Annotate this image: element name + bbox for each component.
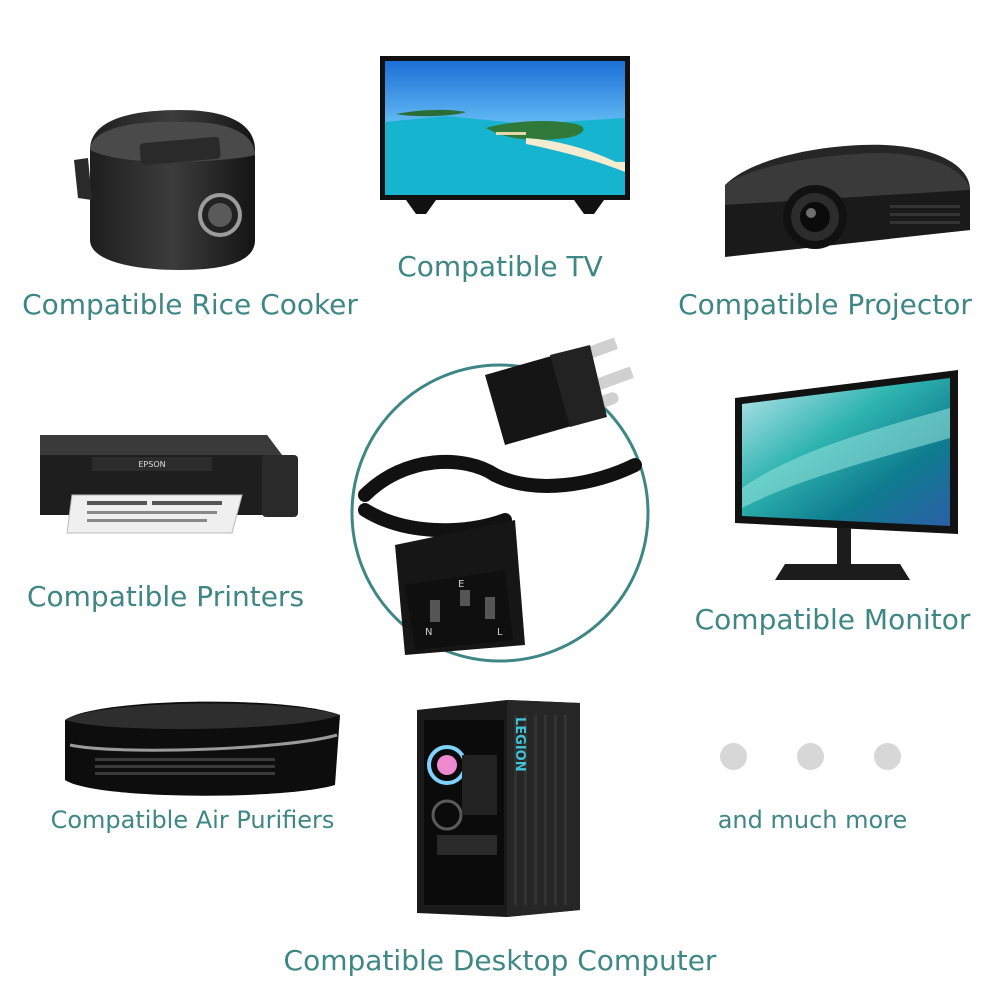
caption-monitor: Compatible Monitor (694, 603, 971, 636)
rice-cooker-image (70, 100, 270, 275)
connector-label-e: E (458, 579, 464, 590)
caption-desktop-computer: Compatible Desktop Computer (283, 944, 717, 977)
caption-air-purifiers: Compatible Air Purifiers (50, 806, 335, 834)
desktop-computer-image: LEGION (412, 695, 584, 920)
more-dot-2 (797, 743, 824, 770)
caption-printers: Compatible Printers (26, 580, 305, 613)
monitor-image (730, 368, 960, 583)
caption-tv: Compatible TV (397, 250, 603, 283)
pc-brand-label: LEGION (512, 717, 527, 772)
connector-label-l: L (497, 627, 503, 638)
caption-projector: Compatible Projector (678, 288, 972, 321)
more-dot-1 (720, 743, 747, 770)
printer-image: EPSON (32, 415, 302, 540)
caption-and-much-more: and much more (717, 806, 908, 834)
printer-brand-label: EPSON (138, 460, 165, 469)
caption-rice-cooker: Compatible Rice Cooker (22, 288, 358, 321)
connector-label-n: N (425, 627, 432, 638)
more-dot-3 (874, 743, 901, 770)
air-purifier-image (55, 690, 350, 805)
power-cord-image: N E L (345, 335, 655, 670)
projector-image (715, 135, 975, 265)
tv-image (376, 52, 634, 218)
